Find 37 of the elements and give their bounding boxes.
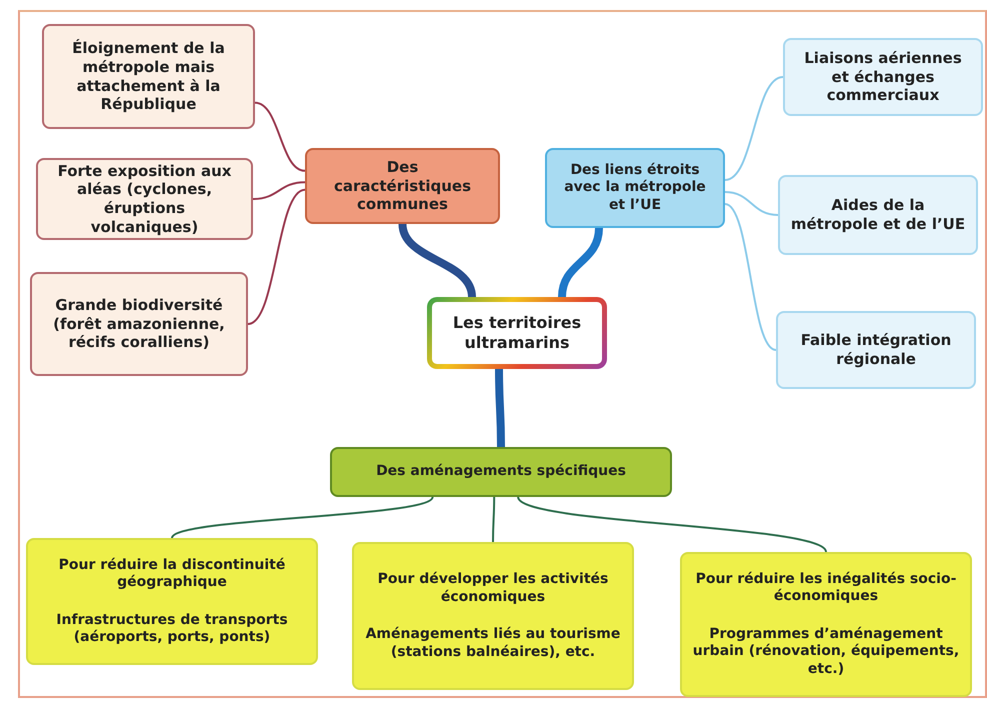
connector-line <box>247 188 306 325</box>
topic-box <box>783 38 983 116</box>
topic-box <box>305 148 500 224</box>
topic-box <box>30 272 248 376</box>
connector-line <box>517 496 827 553</box>
topic-box <box>545 148 725 228</box>
topic-title: Des caractéristiques communes <box>332 158 472 214</box>
topic-title: Les territoires ultramarins <box>452 313 582 353</box>
topic-box <box>36 158 253 240</box>
topic-title: Pour développer les activités économiques <box>376 571 610 606</box>
topic-title: Des aménagements spécifiques <box>376 463 626 481</box>
connector-line <box>171 496 434 539</box>
topic-box <box>26 538 318 665</box>
topic-title: Pour réduire la discontinuité géographique <box>58 556 286 592</box>
topic-title: Pour réduire les inégalités socio-économiques <box>694 570 958 606</box>
topic-title: Aides de la métropole et de l’UE <box>790 196 966 234</box>
topic-box <box>680 552 972 697</box>
topic-detail: Aménagements liés au tourisme (stations balnéaires), etc. <box>364 626 622 661</box>
connector-line <box>252 181 306 200</box>
topic-box <box>776 311 976 389</box>
topic-box <box>778 175 978 255</box>
topic-title: Forte exposition aux aléas (cyclones, éruptions volcaniques) <box>56 162 232 236</box>
topic-title: Des liens étroits avec la métropole et l’UE <box>563 162 707 214</box>
connector-line <box>254 102 306 172</box>
topic-detail: Infrastructures de transports (aéroports, ports, ponts) <box>55 612 289 646</box>
connector-line <box>724 203 777 351</box>
connector-line <box>724 76 784 181</box>
topic-detail: Programmes d’aménagement urbain (rénovation, équipements, etc.) <box>692 626 960 678</box>
topic-title: Éloignement de la métropole mais attachement à la République <box>71 39 226 114</box>
topic-box <box>352 542 634 690</box>
topic-box <box>42 24 255 129</box>
connector-line <box>724 191 779 216</box>
topic-title: Faible intégration régionale <box>800 331 952 369</box>
topic-title: Grande biodiversité (forêt amazonienne, récifs coralliens) <box>52 296 226 352</box>
topic-title: Liaisons aériennes et échanges commerciaux <box>803 48 963 106</box>
connector-line <box>492 496 496 543</box>
topic-box <box>330 447 672 497</box>
